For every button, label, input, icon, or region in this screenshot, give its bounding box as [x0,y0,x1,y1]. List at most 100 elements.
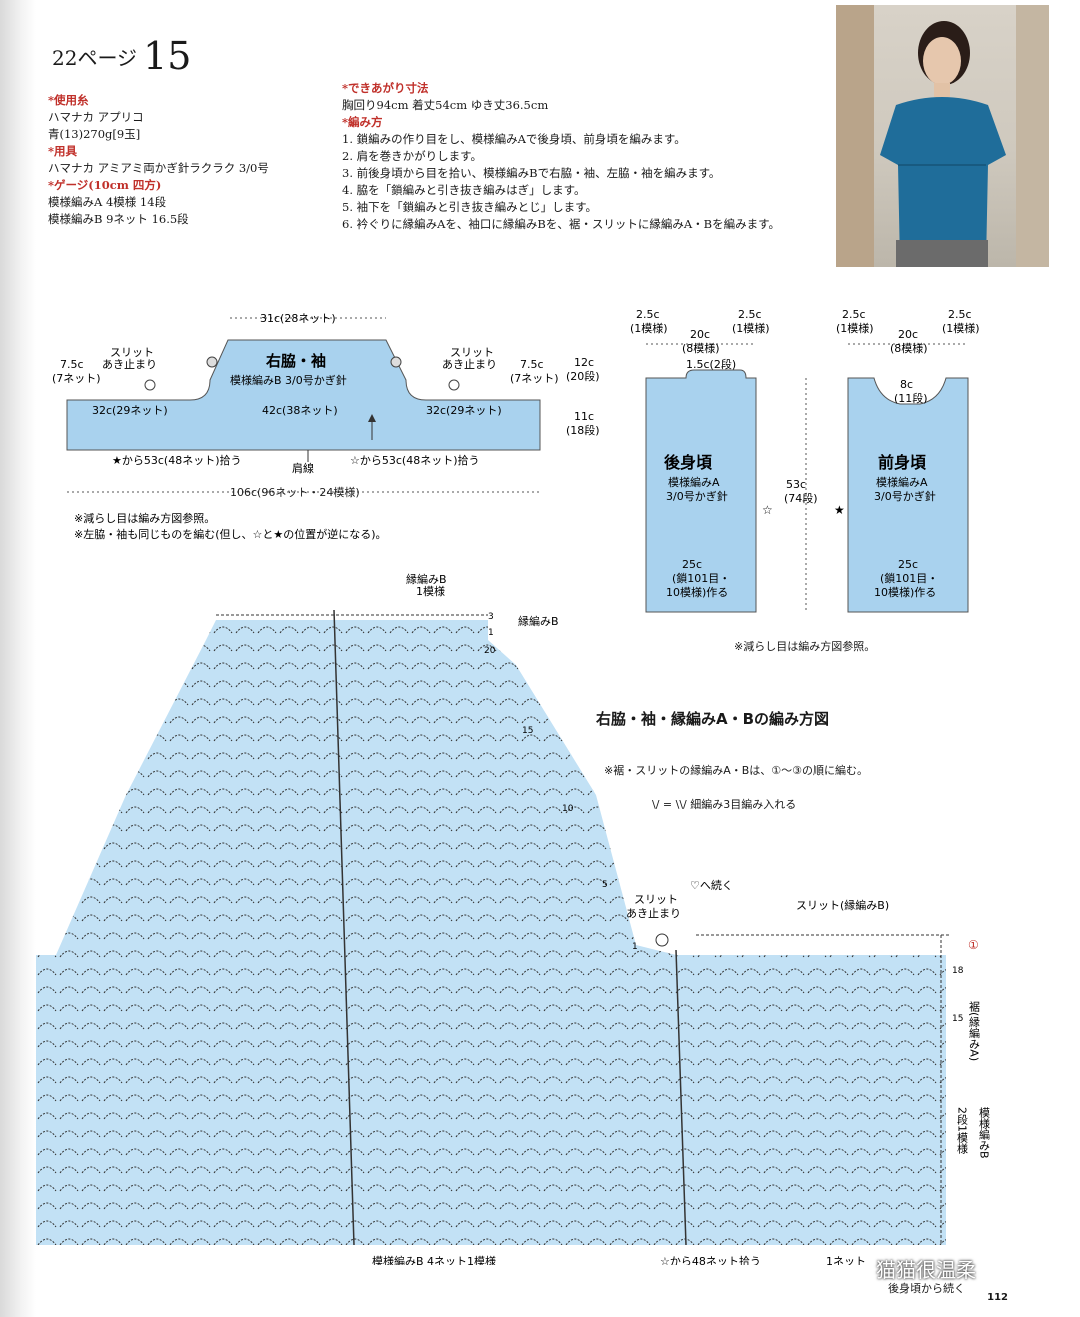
yarn-color: 青(13)270g[9玉] [48,127,141,141]
row-10: 10 [562,804,574,814]
step-3: 3. 前後身頃から目を拾い、模様編みBで右脇・袖、左脇・袖を編みます。 [342,166,721,180]
back-bottom: 25c [682,558,702,571]
slit-edge-label: スリット(縁編みB) [796,898,889,912]
front-bottom-r2: 10模様)作る [874,585,936,599]
right-32: 32c(29ネット) [426,404,502,417]
front-pattern: 模様編みA [876,475,928,489]
back-title: 後身頃 [664,453,713,472]
front-body-schematic: 2.5c (1模様) 2.5c (1模様) 20c (8模様) 8c (11段)… [834,308,980,613]
back-hook: 3/0号かぎ針 [666,489,728,503]
sleeve-pattern: 模様編みB 3/0号かぎ針 [230,373,347,387]
slit-stop: あき止まり [626,907,681,920]
height-11-rows: (18段) [566,423,600,437]
step-5: 5. 袖下を「鎖編みと引き抜き編みとじ」します。 [342,200,597,214]
legend-text: 細編み3目編み入れる [690,798,797,811]
slit-label-right: スリット [450,346,494,359]
back-top: 20c [690,328,710,341]
heart-continue: ♡へ続く [690,878,733,892]
back-top-r: (8模様) [682,341,720,355]
gauge-a: 模様編みA 4模様 14段 [48,195,167,209]
sleeve-schematic: 31c(28ネット) 右脇・袖 模様編みB 3/0号かぎ針 スリット あき止まり… [52,312,600,541]
back-side-right-r: (1模様) [732,321,770,335]
front-mark: ★ [834,503,845,517]
page-ref-prefix: 22ページ [52,46,138,70]
shoulder-line: 肩線 [292,461,314,475]
bottom-mid-label: ☆から48ネット拾う [660,1254,761,1265]
pickup-right: ☆から53c(48ネット)拾う [350,453,480,467]
edge-b-label: 縁編みB [406,572,447,586]
model-photo [836,5,1049,267]
step-1: 1. 鎖編みの作り目をし、模様編みAで後身頃、前身頃を編みます。 [342,132,686,146]
hem-row-15: 15 [952,1014,963,1024]
pickup-left: ★から53c(48ネット)拾う [112,453,242,467]
back-bottom-r2: 10模様)作る [666,585,728,599]
pattern-number: 15 [143,34,192,78]
back-body-schematic: 2.5c (1模様) 2.5c (1模様) 20c (8模様) 1.5c(2段)… [630,308,818,613]
step-4: 4. 脇を「鎖編みと引き抜き編みはぎ」します。 [342,183,586,197]
row-15: 15 [522,726,533,736]
size-heading: *できあがり寸法 [342,81,429,95]
chart-note: ※裾・スリットの縁編みA・Bは、①〜③の順に編む。 [604,764,869,777]
step-6: 6. 衿ぐりに縁編みAを、袖口に縁編みBを、裾・スリットに縁編みA・Bを編みます… [342,217,780,231]
back-side-left-r: (1模様) [630,321,668,335]
page-gutter [0,0,36,1317]
side-right-cm: 7.5c [520,358,544,371]
back-side-left: 2.5c [636,308,660,321]
height-12-rows: (20段) [566,369,600,383]
front-side-right-r: (1模様) [942,321,980,335]
height-11: 11c [574,410,594,423]
front-side-left: 2.5c [842,308,866,321]
page-number: 112 [987,1292,1008,1303]
back-bottom-r1: (鎖101目・ [672,571,730,585]
back-pattern: 模様編みA [668,475,720,489]
back-side-right: 2.5c [738,308,762,321]
side-left-cm: 7.5c [60,358,84,371]
front-neck-r: (11段) [894,391,928,405]
left-32: 32c(29ネット) [92,404,168,417]
finished-size: 胸回り94cm 着丈54cm ゆき丈36.5cm [342,98,549,112]
slit-stop-right: あき止まり [442,358,497,371]
sleeve-note-1: ※減らし目は編み方図参照。 [74,511,215,525]
edge-b-repeat: 1模様 [416,584,445,598]
back-height-r: (74段) [784,491,818,505]
front-top-r: (8模様) [890,341,928,355]
row-20: 20 [484,646,496,656]
row-5: 5 [602,880,608,890]
height-12: 12c [574,356,594,369]
front-neck: 8c [900,378,913,391]
side-left-net: (7ネット) [52,372,101,385]
sleeve-title: 右脇・袖 [266,352,326,370]
yarn-name: ハマナカ アプリコ [48,110,144,124]
back-continue: 後身頃から続く [888,1282,965,1295]
front-hook: 3/0号かぎ針 [874,489,936,503]
materials-block: *使用糸 ハマナカ アプリコ 青(13)270g[9玉] *用具 ハマナカ アミ… [48,92,269,228]
back-height: 53c [786,478,806,491]
sleeve-top-width: 31c(28ネット) [260,312,336,325]
mid-42: 42c(38ネット) [262,404,338,417]
bottom-right-label: 1ネット [826,1255,866,1265]
two-rows-repeat: 2段1模様 [956,1107,969,1154]
bottom-left-label: 模様編みB 4ネット1模様 [372,1254,496,1265]
circle-1: ① [968,938,979,952]
hem-row-18: 18 [952,966,964,976]
model-illustration [836,5,1049,267]
instructions-block: *できあがり寸法 胸回り94cm 着丈54cm ゆき丈36.5cm *編み方 1… [342,80,780,233]
slit-stop-left: あき止まり [102,358,157,371]
hem-label: 裾(縁編みA) [968,1000,981,1061]
side-right-net: (7ネット) [510,372,559,385]
yarn-heading: *使用糸 [48,93,89,107]
slit-label-left: スリット [110,346,154,359]
gauge-heading: *ゲージ(10cm 四方) [48,178,162,192]
back-neck: 1.5c(2段) [686,357,736,371]
gauge-b: 模様編みB 9ネット 16.5段 [48,212,189,226]
watermark: 猫猫很温柔 [876,1258,976,1282]
front-title: 前身頃 [878,453,927,472]
sleeve-total: 106c(96ネット・24模様) [230,485,360,499]
slit-label: スリット [634,893,678,906]
crochet-chart: 縁編みB 1模様 縁編みB 3 1 20 15 10 5 1 スリット あき止ま… [36,572,991,1265]
legend-symbol: \/ = \\/ [652,798,687,811]
step-2: 2. 肩を巻きかがりします。 [342,149,482,163]
pattern-b-rep: 模様編みB [978,1107,991,1159]
tool-text: ハマナカ アミアミ両かぎ針ラクラク 3/0号 [48,161,269,175]
row-1: 1 [488,628,494,638]
